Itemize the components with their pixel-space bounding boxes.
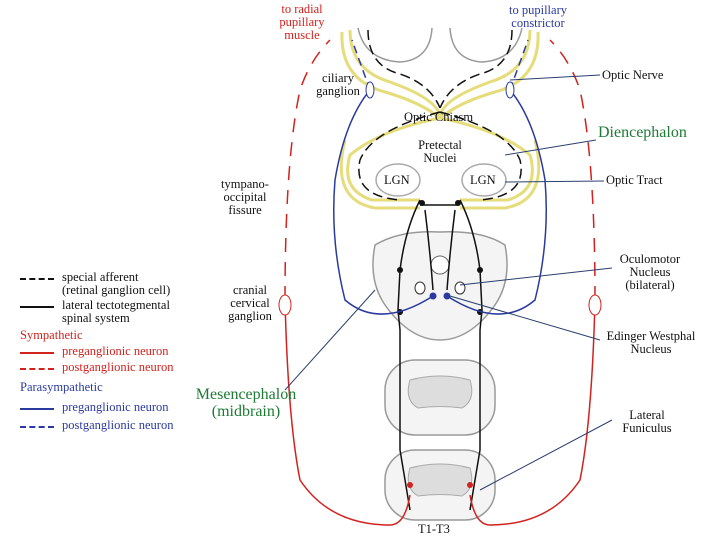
grey-matter-upper — [407, 375, 473, 409]
edinger-westphal-nucleus-label: Edinger Westphal Nucleus — [606, 329, 696, 356]
tectotegmental-path — [397, 199, 483, 511]
legend-text: special afferent (retinal ganglion cell) — [62, 270, 171, 297]
ciliary-ganglion-left — [365, 81, 375, 99]
lateral-funiculus-label: Lateral Funiculus — [622, 408, 672, 435]
oculomotor-nucleus-left — [414, 281, 426, 295]
cranial-cervical-ganglion-left — [278, 294, 292, 316]
to-pupillary-constrictor-label: to pupillary constrictor — [509, 3, 567, 30]
optic-nerve-label: Optic Nerve — [602, 68, 664, 82]
pointer-lines — [284, 74, 613, 491]
legend-text: preganglionic neuron — [62, 344, 169, 358]
special-afferent-path — [358, 29, 522, 201]
aqueduct — [430, 255, 450, 275]
legend-heading: Sympathetic — [20, 328, 83, 342]
lgn-left-label: LGN — [384, 173, 410, 187]
lgn-right-shape — [461, 163, 507, 197]
t1-t3-label: T1-T3 — [418, 522, 450, 536]
ciliary-ganglion-right — [505, 81, 515, 99]
legend-swatch — [20, 306, 54, 308]
sympathetic-postganglionic — [284, 39, 596, 301]
legend-swatch — [20, 426, 54, 428]
mesencephalon-label: Mesencephalon (midbrain) — [195, 386, 297, 420]
lgn-left-shape — [375, 163, 421, 197]
legend-text: preganglionic neuron — [62, 400, 169, 414]
lateral-horn-right — [467, 482, 473, 488]
sympathetic-preganglionic — [284, 299, 596, 526]
to-radial-pupillary-muscle-label: to radial pupillary muscle — [279, 2, 325, 42]
oculomotor-nucleus-label: Oculomotor Nucleus (bilateral) — [619, 252, 681, 292]
lgn-right-label: LGN — [470, 173, 496, 187]
pretectal-nuclei-label: Pretectal Nuclei — [418, 138, 462, 165]
parasympathetic-postganglionic — [351, 39, 529, 91]
tympano-occipital-fissure-label: tympano- occipital fissure — [221, 177, 269, 217]
legend-text: lateral tectotegmental spinal system — [62, 298, 170, 325]
cranial-cervical-ganglion-label: cranial cervical ganglion — [228, 283, 272, 323]
legend-heading: Parasympathetic — [20, 380, 103, 394]
grey-matter-lower — [407, 463, 473, 497]
legend-swatch — [20, 408, 54, 410]
lateral-horn-left — [407, 482, 413, 488]
cranial-cervical-ganglion-right — [588, 294, 602, 316]
legend-swatch — [20, 278, 54, 280]
parasympathetic-preganglionic — [333, 89, 547, 315]
legend-swatch — [20, 368, 54, 370]
right-eye — [449, 27, 523, 63]
legend-text: postganglionic neuron — [62, 360, 174, 374]
ciliary-ganglion-label: ciliary ganglion — [316, 71, 360, 98]
oculomotor-nucleus-right — [454, 281, 466, 295]
optic-tract-label: Optic Tract — [606, 173, 663, 187]
left-eye — [357, 27, 433, 63]
midbrain-outline — [372, 231, 508, 341]
optic-pathway — [339, 29, 541, 210]
diencephalon-label: Diencephalon — [598, 124, 687, 141]
legend-swatch — [20, 352, 54, 354]
legend-text: postganglionic neuron — [62, 418, 174, 432]
optic-chiasm-label: Optic Chiasm — [404, 110, 474, 124]
